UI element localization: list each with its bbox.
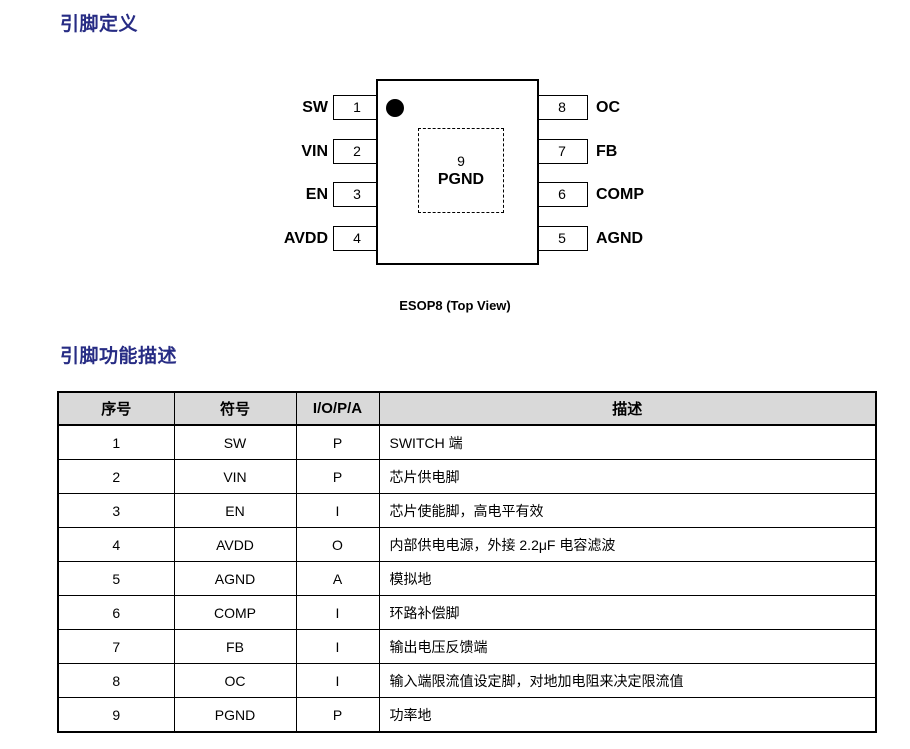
pin-box-3: 3 [333, 182, 381, 207]
cell-pin-type: I [295, 663, 380, 698]
pin-label-en: EN [305, 186, 328, 203]
exposed-pad-label: PGND [437, 170, 485, 188]
exposed-thermal-pad: 9 PGND [418, 128, 504, 213]
cell-pin-description: 芯片供电脚 [378, 459, 877, 494]
pin-box-6: 6 [536, 182, 588, 207]
cell-pin-type: I [295, 493, 380, 528]
column-header-type: I/O/P/A [295, 391, 380, 426]
cell-pin-number: 9 [57, 697, 175, 733]
cell-pin-type: P [295, 459, 380, 494]
cell-pin-description: 芯片使能脚，高电平有效 [378, 493, 877, 528]
cell-pin-type: I [295, 629, 380, 664]
cell-pin-number: 2 [57, 459, 175, 494]
cell-pin-number: 6 [57, 595, 175, 630]
pin-label-fb: FB [596, 143, 618, 160]
cell-pin-description: 输入端限流值设定脚，对地加电阻来决定限流值 [378, 663, 877, 698]
package-diagram: 9 PGND 1 SW 2 VIN 3 EN 4 AVDD 8 OC 7 FB … [0, 0, 910, 330]
pin-label-sw: SW [302, 99, 328, 116]
pin-box-2: 2 [333, 139, 381, 164]
cell-pin-description: 环路补偿脚 [378, 595, 877, 630]
table-header-row: 序号 符号 I/O/P/A 描述 [57, 391, 877, 426]
page-title-pin-definition: 引脚定义 [60, 14, 139, 35]
cell-pin-symbol: VIN [173, 459, 297, 494]
package-caption: ESOP8 (Top View) [399, 298, 511, 313]
pin-label-avdd: AVDD [283, 230, 328, 247]
column-header-description: 描述 [378, 391, 877, 426]
pin-label-agnd: AGND [596, 230, 644, 247]
page-title-pin-function: 引脚功能描述 [60, 346, 178, 367]
cell-pin-type: I [295, 595, 380, 630]
pin-one-marker-dot [386, 99, 404, 117]
pin-box-4: 4 [333, 226, 381, 251]
cell-pin-type: A [295, 561, 380, 596]
column-header-number: 序号 [57, 391, 175, 426]
cell-pin-symbol: AVDD [173, 527, 297, 562]
cell-pin-description: 内部供电电源，外接 2.2μF 电容滤波 [378, 527, 877, 562]
cell-pin-symbol: EN [173, 493, 297, 528]
cell-pin-symbol: OC [173, 663, 297, 698]
pin-label-comp: COMP [596, 186, 644, 203]
cell-pin-symbol: PGND [173, 697, 297, 733]
cell-pin-description: SWITCH 端 [378, 424, 877, 460]
cell-pin-number: 8 [57, 663, 175, 698]
pin-box-1: 1 [333, 95, 381, 120]
cell-pin-type: P [295, 424, 380, 460]
cell-pin-number: 4 [57, 527, 175, 562]
cell-pin-number: 5 [57, 561, 175, 596]
cell-pin-description: 功率地 [378, 697, 877, 733]
cell-pin-description: 模拟地 [378, 561, 877, 596]
cell-pin-description: 输出电压反馈端 [378, 629, 877, 664]
pin-box-8: 8 [536, 95, 588, 120]
pin-label-oc: OC [596, 99, 620, 116]
pin-box-5: 5 [536, 226, 588, 251]
exposed-pad-number: 9 [457, 152, 465, 169]
cell-pin-type: P [295, 697, 380, 733]
pin-box-7: 7 [536, 139, 588, 164]
cell-pin-number: 3 [57, 493, 175, 528]
cell-pin-number: 1 [57, 424, 175, 460]
cell-pin-symbol: AGND [173, 561, 297, 596]
cell-pin-symbol: COMP [173, 595, 297, 630]
cell-pin-number: 7 [57, 629, 175, 664]
pin-label-vin: VIN [301, 143, 328, 160]
column-header-symbol: 符号 [173, 391, 297, 426]
cell-pin-symbol: FB [173, 629, 297, 664]
cell-pin-type: O [295, 527, 380, 562]
cell-pin-symbol: SW [173, 424, 297, 460]
